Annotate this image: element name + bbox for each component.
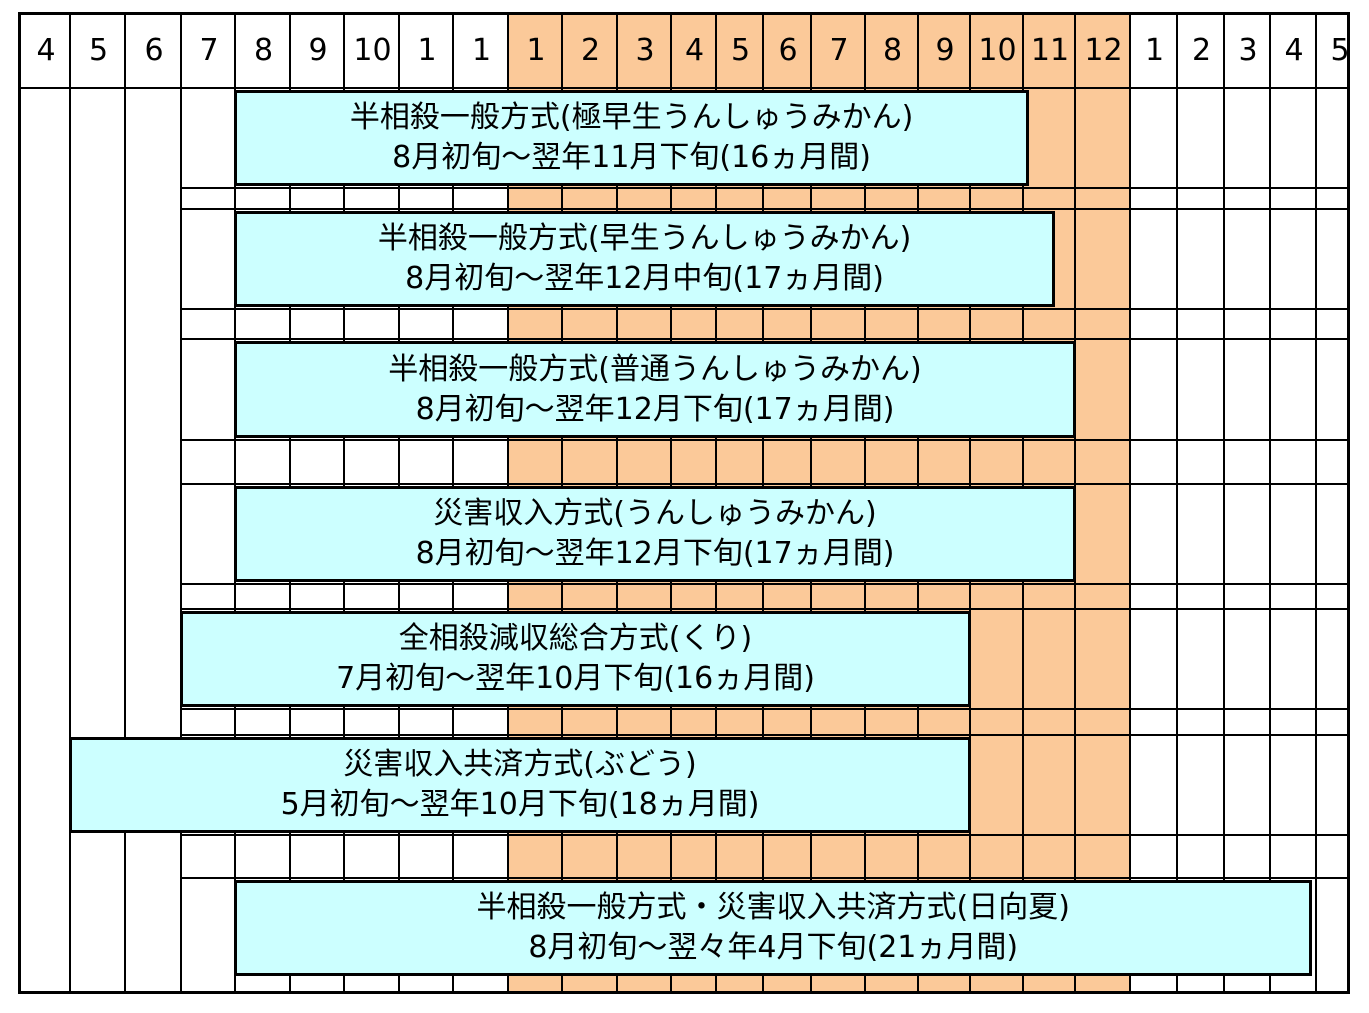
plan-bar: 半相殺一般方式(普通うんしゅうみかん) 8月初旬～翌年12月下旬(17ヵ月間) (234, 341, 1076, 438)
month-column (21, 15, 71, 991)
month-column (1178, 15, 1225, 991)
plan-period: 8月初旬～翌々年4月下旬(21ヵ月間) (528, 930, 1019, 965)
plan-period: 5月初旬～翌年10月下旬(18ヵ月間) (280, 787, 760, 822)
row-divider (182, 708, 1347, 710)
month-label: 1 (1144, 33, 1165, 68)
month-label: 3 (1238, 33, 1258, 68)
month-column (1317, 15, 1347, 991)
plan-title: 半相殺一般方式(極早生うんしゅうみかん) (349, 100, 914, 135)
month-label: 9 (935, 33, 955, 68)
month-label: 10 (353, 33, 392, 68)
month-label: 4 (1284, 33, 1304, 68)
row-divider (21, 87, 1347, 89)
row-divider (182, 338, 1347, 340)
plan-title: 半相殺一般方式(早生うんしゅうみかん) (377, 221, 912, 256)
plan-bar: 半相殺一般方式(極早生うんしゅうみかん) 8月初旬～翌年11月下旬(16ヵ月間) (234, 90, 1030, 186)
month-label: 1 (417, 33, 437, 68)
row-divider (182, 187, 1347, 189)
month-label: 2 (580, 33, 601, 68)
month-column (126, 15, 182, 991)
month-column (182, 15, 236, 991)
month-label: 4 (684, 33, 705, 68)
month-label: 12 (1084, 33, 1123, 68)
row-divider (182, 834, 1347, 836)
plan-period: 8月初旬～翌年11月下旬(16ヵ月間) (392, 140, 872, 175)
row-divider (182, 877, 1347, 879)
month-label: 1 (471, 33, 492, 68)
plan-period: 8月初旬～翌年12月中旬(17ヵ月間) (405, 261, 885, 296)
month-column (1225, 15, 1271, 991)
month-label: 8 (253, 33, 274, 68)
row-divider (182, 734, 1347, 736)
row-divider (182, 608, 1347, 610)
plan-period: 8月初旬～翌年12月下旬(17ヵ月間) (415, 536, 895, 571)
month-label: 4 (36, 33, 56, 68)
month-label: 7 (829, 33, 849, 68)
month-label: 9 (308, 33, 328, 68)
month-label: 7 (199, 33, 219, 68)
month-label: 5 (88, 33, 109, 68)
month-column (1076, 15, 1131, 991)
month-label: 5 (730, 33, 751, 68)
month-label: 8 (882, 33, 903, 68)
plan-title: 災害収入方式(うんしゅうみかん) (433, 496, 877, 531)
row-divider (182, 583, 1347, 585)
row-divider (182, 208, 1347, 210)
month-label: 5 (1330, 33, 1350, 68)
plan-title: 全相殺減収総合方式(くり) (398, 621, 753, 656)
month-label: 2 (1191, 33, 1212, 68)
month-column (71, 15, 126, 991)
row-divider (182, 439, 1347, 441)
plan-bar: 半相殺一般方式(早生うんしゅうみかん) 8月初旬～翌年12月中旬(17ヵ月間) (234, 211, 1056, 307)
month-label: 1 (526, 33, 546, 68)
plan-bar: 半相殺一般方式・災害収入共済方式(日向夏) 8月初旬～翌々年4月下旬(21ヵ月間) (234, 880, 1313, 976)
month-column (1131, 15, 1178, 991)
row-divider (182, 483, 1347, 485)
plan-title: 半相殺一般方式(普通うんしゅうみかん) (388, 351, 922, 387)
month-label: 6 (144, 33, 164, 68)
row-divider (182, 308, 1347, 310)
plan-bar: 災害収入方式(うんしゅうみかん) 8月初旬～翌年12月下旬(17ヵ月間) (234, 486, 1076, 582)
month-label: 3 (635, 33, 655, 68)
month-label: 6 (778, 33, 798, 68)
plan-title: 半相殺一般方式・災害収入共済方式(日向夏) (476, 890, 1070, 925)
plan-title: 災害収入共済方式(ぶどう) (343, 747, 697, 782)
plan-bar: 災害収入共済方式(ぶどう) 5月初旬～翌年10月下旬(18ヵ月間) (69, 737, 971, 833)
plan-period: 7月初旬～翌年10月下旬(16ヵ月間) (336, 661, 815, 696)
month-label: 10 (978, 33, 1017, 68)
plan-period: 8月初旬～翌年12月下旬(17ヵ月間) (415, 391, 895, 427)
month-label: 11 (1030, 33, 1070, 68)
month-column (1271, 15, 1317, 991)
plan-bar: 全相殺減収総合方式(くり) 7月初旬～翌年10月下旬(16ヵ月間) (180, 611, 971, 707)
